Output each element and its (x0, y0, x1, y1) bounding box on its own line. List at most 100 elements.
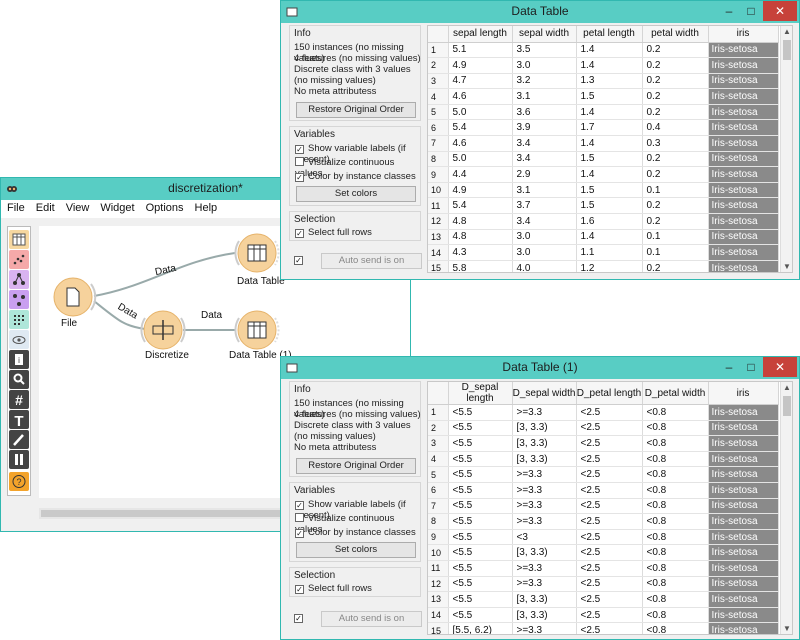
class-cell[interactable]: Iris-setosa (708, 482, 779, 499)
table-cell[interactable]: 4.7 (448, 73, 513, 90)
table-cell[interactable]: <5.5 (448, 513, 513, 530)
table-cell[interactable]: 5.0 (448, 104, 513, 121)
table-cell[interactable]: <0.8 (642, 560, 709, 577)
restore-original-order-button[interactable]: Restore Original Order (296, 102, 416, 118)
column-header[interactable]: petal width (642, 26, 709, 43)
table-cell[interactable]: 0.1 (642, 244, 709, 261)
table-cell[interactable]: <2.5 (576, 420, 643, 437)
class-cell[interactable]: Iris-setosa (708, 513, 779, 530)
table-cell[interactable]: <5.5 (448, 482, 513, 499)
table-cell[interactable]: 4.3 (448, 244, 513, 261)
table-cell[interactable]: [3, 3.3) (512, 544, 577, 561)
column-header[interactable]: D_petal length (576, 382, 643, 405)
table-cell[interactable]: <5.5 (448, 576, 513, 593)
table-cell[interactable]: <2.5 (576, 404, 643, 421)
class-cell[interactable]: Iris-setosa (708, 119, 779, 137)
close-button[interactable]: ✕ (763, 357, 797, 377)
table-cell[interactable]: 0.2 (642, 73, 709, 90)
text-icon[interactable]: T (9, 410, 29, 430)
table-cell[interactable]: 1.5 (576, 182, 643, 199)
table-cell[interactable]: 3.1 (512, 182, 577, 199)
table-cell[interactable]: <0.8 (642, 482, 709, 499)
table-cell[interactable]: >=3.3 (512, 482, 577, 499)
row-number[interactable]: 15 (428, 622, 449, 634)
table-cell[interactable]: <5.5 (448, 466, 513, 483)
table-cell[interactable]: >=3.3 (512, 404, 577, 421)
menu-file[interactable]: File (7, 202, 25, 214)
maximize-button[interactable]: □ (747, 4, 755, 18)
class-cell[interactable]: Iris-setosa (708, 404, 779, 421)
auto-send-button[interactable]: Auto send is on (321, 611, 422, 627)
table-cell[interactable]: 1.6 (576, 213, 643, 230)
data-table-titlebar[interactable]: Data Table – □ ✕ (281, 1, 799, 23)
scatter-icon[interactable] (9, 250, 29, 269)
table-cell[interactable]: 0.4 (642, 119, 709, 137)
table-cell[interactable]: 3.6 (512, 104, 577, 121)
table-cell[interactable]: 1.4 (576, 42, 643, 59)
table-cell[interactable]: 0.2 (642, 42, 709, 59)
table-cell[interactable]: 3.0 (512, 244, 577, 261)
table-cell[interactable]: <0.8 (642, 529, 709, 546)
row-number[interactable]: 11 (428, 197, 449, 215)
window-menu-icon[interactable] (286, 362, 298, 374)
table-cell[interactable]: <2.5 (576, 466, 643, 483)
visualize-continuous-checkbox[interactable]: Visualize continuous values (295, 157, 420, 179)
table-cell[interactable]: <0.8 (642, 591, 709, 608)
maximize-button[interactable]: □ (747, 360, 755, 374)
column-header[interactable]: D_sepal width (512, 382, 577, 405)
table-cell[interactable]: <2.5 (576, 435, 643, 452)
table-cell[interactable]: 4.4 (448, 166, 513, 183)
pause-icon[interactable] (9, 450, 29, 469)
table-cell[interactable]: 4.6 (448, 88, 513, 105)
table-cell[interactable]: <2.5 (576, 498, 643, 515)
table-cell[interactable]: <5.5 (448, 498, 513, 515)
table-cell[interactable]: <2.5 (576, 529, 643, 546)
menu-edit[interactable]: Edit (35, 202, 55, 214)
class-cell[interactable]: Iris-setosa (708, 73, 779, 90)
row-number[interactable]: 8 (428, 151, 449, 168)
table-cell[interactable]: <5.5 (448, 435, 513, 452)
table-cell[interactable]: [5.5, 6.2) (448, 622, 513, 634)
pen-icon[interactable] (9, 430, 29, 449)
table-cell[interactable]: <5.5 (448, 544, 513, 561)
table-vertical-scrollbar[interactable]: ▲▼ (780, 382, 792, 634)
window-menu-icon[interactable] (286, 6, 298, 18)
table-cell[interactable]: 1.2 (576, 260, 643, 272)
table-cell[interactable]: 0.2 (642, 260, 709, 272)
class-cell[interactable]: Iris-setosa (708, 260, 779, 272)
auto-send-button[interactable]: Auto send is on (321, 253, 422, 269)
row-number[interactable]: 6 (428, 119, 449, 137)
table-cell[interactable]: 4.8 (448, 213, 513, 230)
class-cell[interactable]: Iris-setosa (708, 451, 779, 468)
row-number[interactable]: 9 (428, 166, 449, 183)
row-number[interactable]: 14 (428, 607, 449, 624)
class-cell[interactable]: Iris-setosa (708, 57, 779, 74)
row-number[interactable]: 7 (428, 135, 449, 152)
table-cell[interactable]: <2.5 (576, 576, 643, 593)
minimize-button[interactable]: – (725, 4, 733, 18)
row-number[interactable]: 3 (428, 73, 449, 90)
table-cell[interactable]: <0.8 (642, 404, 709, 421)
column-header[interactable]: iris (708, 26, 779, 43)
class-cell[interactable]: Iris-setosa (708, 591, 779, 608)
table-cell[interactable]: <0.8 (642, 544, 709, 561)
table-cell[interactable]: <0.8 (642, 466, 709, 483)
table-cell[interactable]: <3 (512, 529, 577, 546)
column-header[interactable]: sepal length (448, 26, 513, 43)
table-cell[interactable]: 3.2 (512, 73, 577, 90)
table-cell[interactable]: <0.8 (642, 607, 709, 624)
row-number[interactable]: 2 (428, 420, 449, 437)
